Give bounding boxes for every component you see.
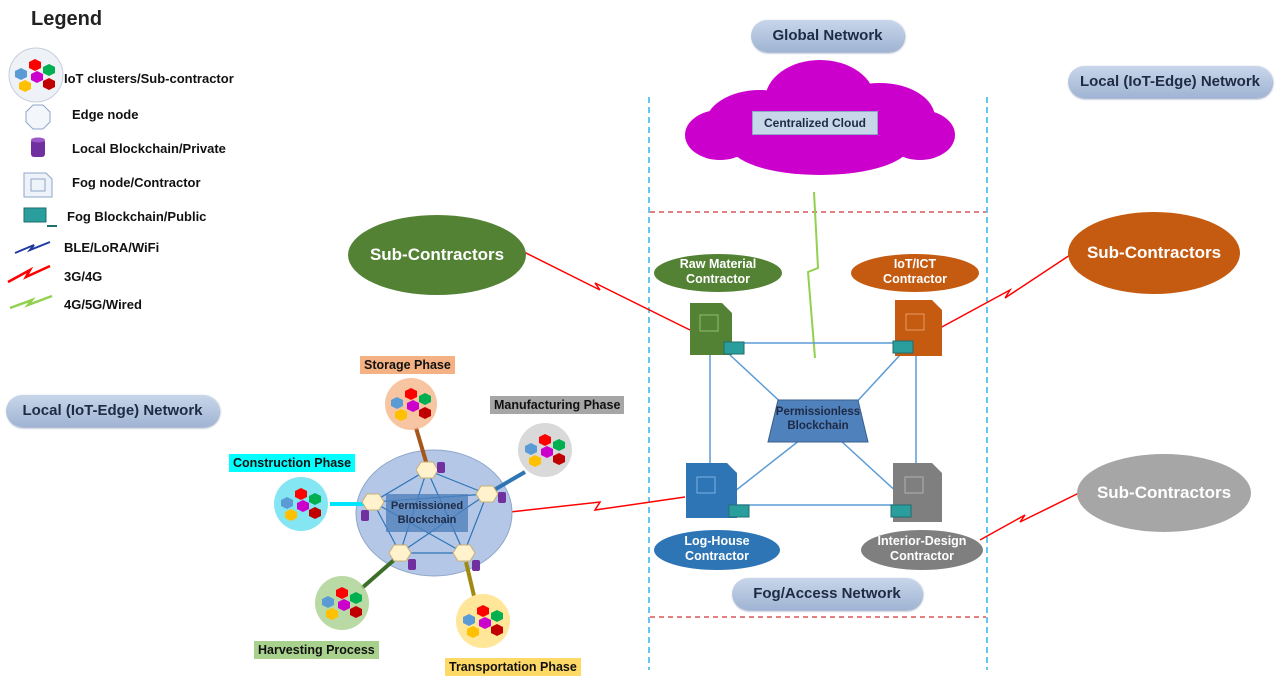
log-house-line1: Log-House xyxy=(684,534,750,548)
iot-cluster-icon xyxy=(8,47,64,103)
link-harvesting xyxy=(360,558,396,590)
iot-ict-contractor-label: IoT/ICT Contractor xyxy=(851,254,979,292)
global-network-label: Global Network xyxy=(751,20,904,52)
iot-ict-line1: IoT/ICT xyxy=(893,257,937,271)
construction-cluster xyxy=(274,477,328,531)
wired-link-icon xyxy=(9,294,53,310)
link-manufacturing xyxy=(492,470,527,492)
fog-blockchain-icon xyxy=(23,207,57,227)
cloud-wired-link xyxy=(806,191,820,359)
legend-item-fog-node: Fog node/Contractor xyxy=(72,175,201,190)
construction-phase-label: Construction Phase xyxy=(229,454,356,472)
edge-node-icon xyxy=(25,104,51,130)
permissionless-line2: Blockchain xyxy=(787,420,849,432)
subcontractors-right-bottom: Sub-Contractors xyxy=(1077,454,1251,532)
legend-title: Legend xyxy=(31,8,103,30)
log-house-contractor-label: Log-House Contractor xyxy=(654,530,780,570)
legend-item-ble: BLE/LoRA/WiFi xyxy=(64,240,160,255)
local-blockchain-icon xyxy=(31,137,45,157)
link-storage xyxy=(414,427,429,466)
link-subcontractors-right-top xyxy=(939,254,1071,329)
edge-nodes xyxy=(361,461,499,562)
log-house-line2: Contractor xyxy=(685,549,749,563)
permissionless-blockchain-shape xyxy=(767,399,869,443)
permissioned-blockchain-label: Permissioned Blockchain xyxy=(386,499,468,527)
subcontractors-right-top: Sub-Contractors xyxy=(1068,212,1240,294)
storage-phase-label: Storage Phase xyxy=(360,356,455,374)
transportation-phase-label: Transportation Phase xyxy=(445,658,581,676)
interior-design-node xyxy=(890,463,942,522)
local-network-label-left: Local (IoT-Edge) Network xyxy=(6,395,219,427)
permissionless-blockchain-label: Permissionless Blockchain xyxy=(768,405,868,433)
local-network-label-right: Local (IoT-Edge) Network xyxy=(1068,66,1272,98)
raw-material-contractor-label: Raw Material Contractor xyxy=(654,254,782,292)
subcontractors-left: Sub-Contractors xyxy=(348,215,526,295)
legend-item-cellular: 3G/4G xyxy=(64,269,103,284)
storage-cluster xyxy=(385,378,437,430)
log-house-node xyxy=(686,463,750,518)
legend-item-wired: 4G/5G/Wired xyxy=(64,297,142,312)
iot-ict-node xyxy=(892,300,942,356)
manufacturing-phase-label: Manufacturing Phase xyxy=(490,396,625,414)
permissioned-line1: Permissioned xyxy=(390,500,464,512)
harvesting-cluster xyxy=(315,576,369,630)
interior-design-line1: Interior-Design xyxy=(877,534,967,548)
legend-item-edge-node: Edge node xyxy=(72,107,139,122)
permissioned-blockchain-shape xyxy=(386,494,468,532)
legend-item-fog-blockchain: Fog Blockchain/Public xyxy=(67,209,207,224)
fog-node-icon xyxy=(23,172,53,198)
interior-design-contractor-label: Interior-Design Contractor xyxy=(861,530,983,570)
ble-link-icon xyxy=(14,241,51,254)
raw-material-line2: Contractor xyxy=(686,272,750,286)
legend-item-iot-cluster: IoT clusters/Sub-contractor xyxy=(64,71,234,86)
permissioned-line2: Blockchain xyxy=(397,514,457,526)
interior-design-line2: Contractor xyxy=(890,549,954,563)
fog-network-label: Fog/Access Network xyxy=(732,578,922,610)
legend-item-local-blockchain: Local Blockchain/Private xyxy=(72,141,226,156)
harvesting-process-label: Harvesting Process xyxy=(254,641,379,659)
raw-material-node xyxy=(690,303,745,355)
permissionless-line1: Permissionless xyxy=(775,406,861,418)
link-local-to-loghouse xyxy=(509,496,686,513)
cloud-label: Centralized Cloud xyxy=(752,111,878,135)
link-subcontractors-left xyxy=(519,249,691,331)
link-transportation xyxy=(464,561,476,597)
manufacturing-cluster xyxy=(518,423,572,477)
local-blockchain-cylinders xyxy=(361,462,506,571)
transportation-cluster xyxy=(456,594,510,648)
cellular-link-icon xyxy=(7,264,51,284)
raw-material-line1: Raw Material xyxy=(679,257,757,271)
iot-ict-line2: Contractor xyxy=(883,272,947,286)
link-subcontractors-right-bottom xyxy=(979,489,1086,541)
